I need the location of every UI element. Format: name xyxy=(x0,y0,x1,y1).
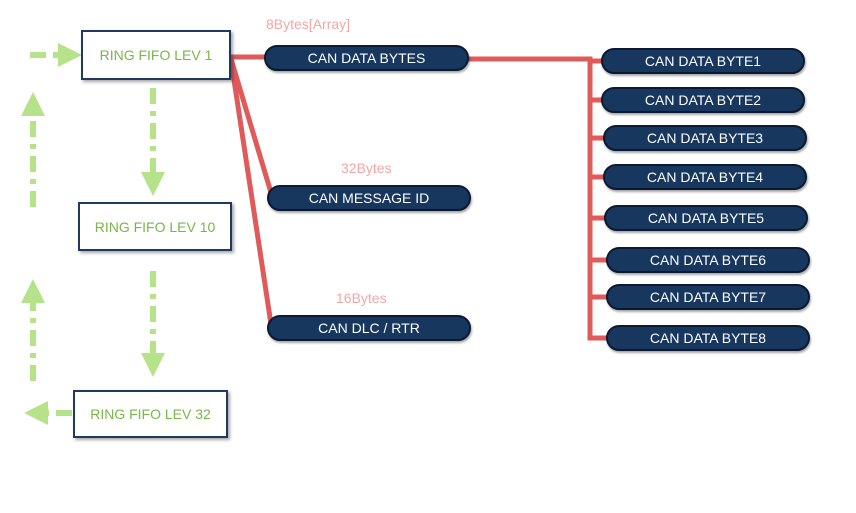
fifo-level-label: RING FIFO LEV 32 xyxy=(90,406,211,422)
message-id-size-label: 32Bytes xyxy=(341,160,392,176)
can-data-byte-node: CAN DATA BYTE2 xyxy=(601,87,805,113)
dlc-rtr-size-label: 16Bytes xyxy=(336,290,387,306)
can-data-byte-node: CAN DATA BYTE6 xyxy=(606,247,810,273)
connector-lev1-to-message-id xyxy=(227,55,276,200)
can-data-byte-node: CAN DATA BYTE1 xyxy=(601,48,805,74)
connector-lev1-to-dlc-rtr xyxy=(228,57,274,327)
can-data-byte-node: CAN DATA BYTE5 xyxy=(604,205,808,231)
can-dlc-rtr-node: CAN DLC / RTR xyxy=(267,315,471,341)
fifo-level-label: RING FIFO LEV 1 xyxy=(99,47,213,63)
can-data-byte-node: CAN DATA BYTE7 xyxy=(606,284,810,310)
can-data-byte-node: CAN DATA BYTE3 xyxy=(603,125,807,151)
fifo-level-10-box: RING FIFO LEV 10 xyxy=(78,202,232,251)
can-data-byte-node: CAN DATA BYTE4 xyxy=(603,164,807,190)
fifo-level-label: RING FIFO LEV 10 xyxy=(94,218,216,235)
fifo-level-1-box: RING FIFO LEV 1 xyxy=(81,30,231,80)
can-data-bytes-node: CAN DATA BYTES xyxy=(264,45,469,71)
data-bytes-size-label: 8Bytes[Array] xyxy=(266,16,351,32)
can-message-id-node: CAN MESSAGE ID xyxy=(267,185,471,211)
can-data-byte-node: CAN DATA BYTE8 xyxy=(606,325,810,351)
fifo-level-32-box: RING FIFO LEV 32 xyxy=(73,390,228,438)
